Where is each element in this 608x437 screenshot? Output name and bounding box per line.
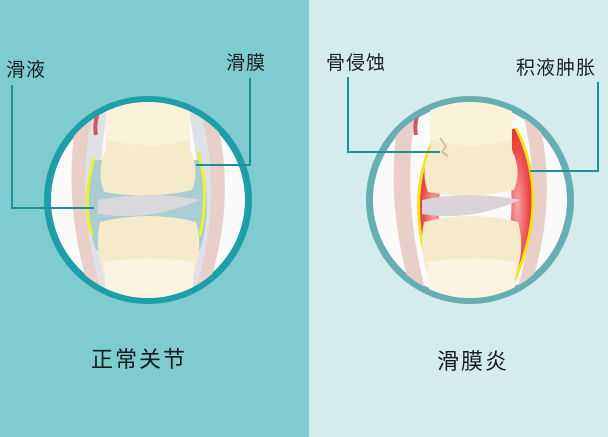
label-synovium: 滑膜 [226,52,267,74]
title-normal-joint: 正常关节 [91,348,188,373]
callout-lines [11,77,599,209]
label-bone-erosion: 骨侵蚀 [326,52,387,74]
callout-line-bone-erosion [347,77,440,153]
callout-line-synovial-fluid [11,85,94,209]
normal-joint-diagram [44,96,252,304]
label-synovial-fluid: 滑液 [6,59,47,81]
synovitis-joint-diagram [366,96,574,304]
panel-divider [306,0,309,437]
callout-line-synovium [196,78,251,166]
label-effusion-swelling: 积液肿胀 [516,57,597,79]
title-synovitis: 滑膜炎 [437,350,510,375]
callout-line-effusion [530,82,599,172]
